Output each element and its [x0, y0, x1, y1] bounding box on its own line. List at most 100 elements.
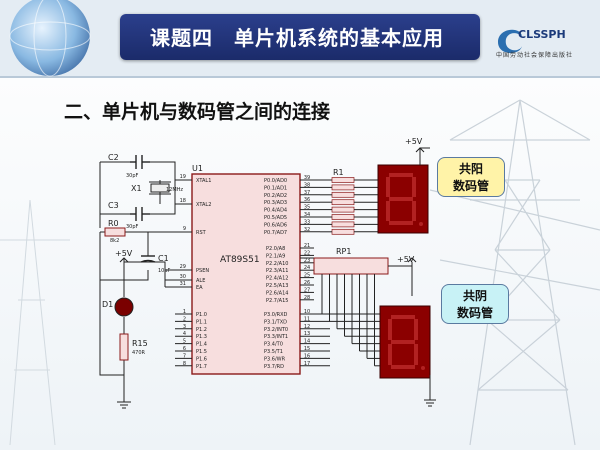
mcu-chip	[191, 173, 301, 375]
pin-name: RST	[196, 230, 207, 236]
label-r0: R0	[108, 219, 119, 228]
callout-cathode-line1: 共阴	[462, 289, 487, 303]
pin-number: 7	[183, 353, 186, 359]
p0-bus	[320, 179, 378, 233]
pin-number: 25	[304, 273, 310, 279]
seven-segment-display-cathode	[379, 305, 431, 379]
label-c2-value: 30pF	[126, 173, 139, 179]
pin-number: 2	[183, 316, 186, 322]
section-heading: 二、单片机与数码管之间的连接	[64, 101, 331, 123]
seven-segment-display-anode	[377, 164, 429, 234]
rp1-wiring	[300, 257, 417, 296]
pin-name: PSEN	[196, 268, 209, 274]
label-x1: X1	[131, 184, 142, 193]
label-vcc2: +5V	[405, 137, 423, 146]
pin-number: 24	[304, 265, 310, 271]
pin-number: 11	[304, 316, 310, 322]
pin-name: P0.2/AD2	[264, 193, 287, 199]
pin-number: 16	[304, 353, 310, 359]
pin-number: 8	[183, 361, 186, 367]
crystal-x1	[149, 181, 171, 195]
pin-number: 15	[304, 346, 310, 352]
pin-number: 32	[304, 227, 310, 233]
pin-number: 38	[304, 182, 310, 188]
globe-icon	[10, 0, 90, 76]
p2-bus	[321, 274, 380, 367]
resistor	[331, 177, 355, 183]
callout-cathode-line2: 数码管	[456, 306, 493, 320]
resistor-array-r1	[331, 177, 355, 235]
label-r0-value: 8k2	[110, 238, 119, 244]
pin-number: 12	[304, 324, 310, 330]
pin-name: P3.7/RD	[264, 364, 284, 370]
pin-number: 14	[304, 339, 310, 345]
pin-number: 35	[304, 205, 310, 211]
pin-name: P3.3/INT1	[264, 334, 288, 340]
pin-number: 34	[304, 212, 310, 218]
pin-number: 31	[180, 281, 186, 287]
page-title: 课题四 单片机系统的基本应用	[150, 26, 444, 50]
resistor	[331, 206, 355, 213]
pin-name: P0.3/AD3	[264, 200, 287, 206]
pin-number: 13	[304, 331, 310, 337]
vcc-arrow-icon	[415, 147, 430, 165]
pin-name: ALE	[196, 278, 205, 284]
pin-number: 29	[180, 264, 186, 270]
resistor-r15	[119, 333, 129, 361]
label-chip: AT89S51	[220, 255, 260, 265]
title-bar	[120, 14, 480, 60]
pin-name: P1.2	[196, 327, 207, 333]
label-r1: R1	[333, 168, 344, 177]
tower-icon	[429, 99, 600, 446]
label-x1-value: 12MHz	[166, 187, 183, 193]
pin-name: P2.1/A9	[266, 253, 285, 259]
pin-name: P3.1/TXD	[264, 319, 287, 325]
resistor-r0	[104, 227, 126, 237]
pin-name: P1.0	[196, 312, 207, 318]
pin-number: 6	[183, 346, 186, 352]
label-vcc3: +5V	[397, 255, 415, 264]
pin-number: 19	[180, 174, 186, 180]
capacitor-c3	[130, 207, 150, 221]
pin-name: P1.7	[196, 364, 207, 370]
resistor	[331, 221, 355, 228]
pin-name: P0.7/AD7	[264, 230, 287, 236]
logo-text: CLSSPH	[518, 28, 566, 41]
pin-name: P2.4/A12	[266, 276, 288, 282]
pin-name: P1.1	[196, 319, 207, 325]
pin-name: P3.0/RXD	[264, 312, 288, 318]
resistor	[331, 184, 355, 191]
pin-name: P3.4/T0	[264, 342, 283, 348]
pin-name: P3.2/INT0	[264, 327, 288, 333]
callout-common-cathode: 共阴 数码管	[441, 284, 509, 324]
pin-name: P1.3	[196, 334, 207, 340]
pin-number: 28	[304, 295, 310, 301]
pin-number: 9	[183, 226, 186, 232]
label-c3: C3	[108, 201, 119, 210]
pin-number: 3	[183, 324, 186, 330]
pin-name: P0.5/AD5	[264, 215, 287, 221]
pin-name: P2.5/A13	[266, 283, 288, 289]
label-r15-value: 470R	[132, 350, 146, 356]
pin-name: XTAL1	[196, 178, 211, 184]
callout-anode-line2: 数码管	[452, 179, 489, 193]
pin-number: 30	[180, 274, 186, 280]
pin-number: 22	[304, 250, 310, 256]
pin-name: P0.6/AD6	[264, 222, 287, 228]
capacitor-c2	[130, 155, 150, 169]
pin-number: 39	[304, 175, 310, 181]
pin-name: P2.7/A15	[266, 298, 288, 304]
pin-name: P1.4	[196, 342, 207, 348]
pin-name: P1.6	[196, 356, 207, 362]
logo-subtitle: 中国劳动社会保障出版社	[496, 52, 574, 59]
pin-name: EA	[196, 285, 203, 291]
pin-name: P2.0/A8	[266, 246, 285, 252]
pin-name: P0.0/AD0	[264, 178, 287, 184]
pin-number: 17	[304, 361, 310, 367]
resistor-pack-rp1	[313, 257, 389, 275]
pin-number: 18	[180, 198, 186, 204]
pin-name: XTAL2	[196, 202, 211, 208]
resistor	[331, 214, 355, 220]
cathode-ground	[424, 375, 436, 407]
